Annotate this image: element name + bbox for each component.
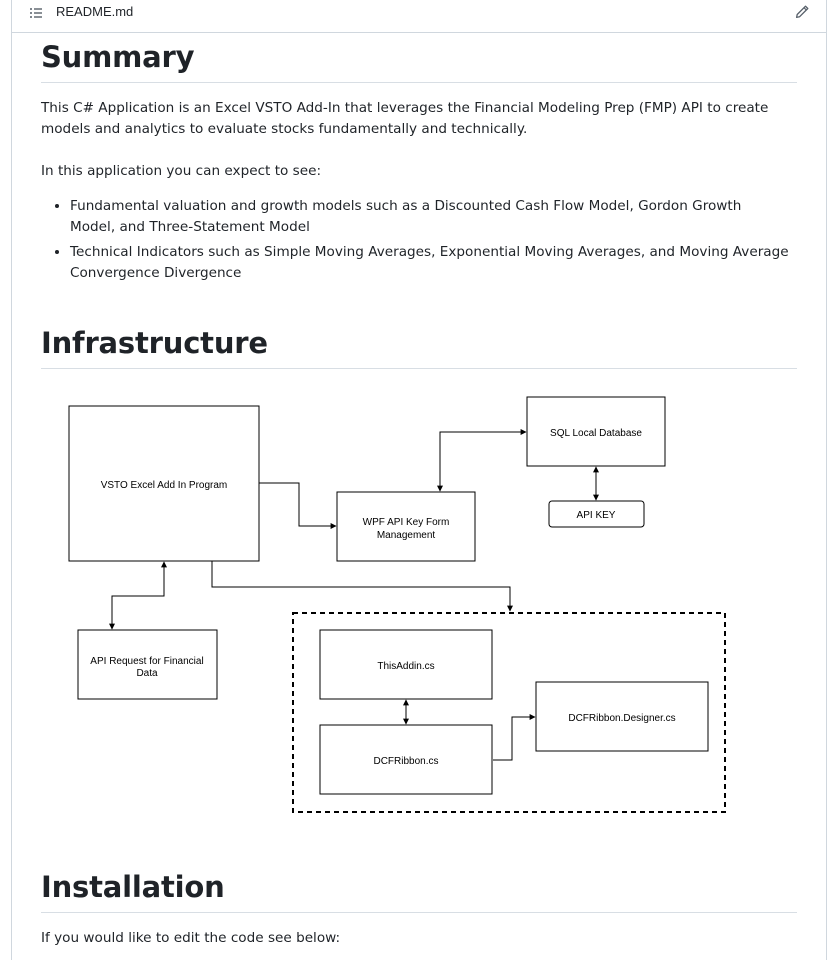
sql-label: SQL Local Database — [550, 428, 642, 439]
infrastructure-heading: Infrastructure — [41, 326, 797, 369]
file-header: README.md — [12, 0, 826, 33]
list-icon[interactable] — [28, 5, 44, 21]
dcfribbon-label: DCFRibbon.cs — [373, 756, 438, 767]
file-name: README.md — [56, 4, 134, 19]
designer-box — [535, 681, 709, 752]
designer-label: DCFRibbon.Designer.cs — [568, 713, 675, 724]
summary-intro: In this application you can expect to se… — [41, 163, 322, 179]
installation-heading: Installation — [41, 870, 797, 913]
summary-heading: Summary — [41, 40, 797, 83]
feature-list: Fundamental valuation and growth models … — [41, 196, 790, 288]
list-item: Fundamental valuation and growth models … — [70, 196, 790, 238]
infrastructure-diagram: VSTO Excel Add In Program SQL Local Data… — [68, 396, 726, 813]
thisaddin-box — [319, 629, 493, 700]
readme-card: README.md Summary This C# Application is… — [11, 0, 827, 960]
vsto-label: VSTO Excel Add In Program — [101, 480, 228, 491]
api-request-label-line1: API Request for Financial — [90, 656, 203, 667]
list-item: Technical Indicators such as Simple Movi… — [70, 242, 790, 284]
vsto-to-wpf-arrow — [259, 482, 337, 529]
summary-section: Summary — [41, 40, 797, 83]
installation-paragraph: If you would like to edit the code see b… — [41, 930, 341, 946]
wpf-sql-arrow — [437, 429, 527, 492]
dcfribbon-box — [319, 724, 493, 795]
dcfribbon-to-designer-arrow — [493, 714, 536, 761]
summary-paragraph: This C# Application is an Excel VSTO Add… — [41, 100, 769, 137]
infrastructure-section: Infrastructure — [41, 326, 797, 369]
installation-section: Installation — [41, 870, 797, 913]
vsto-api-request-arrow — [109, 561, 167, 630]
thisaddin-label: ThisAddin.cs — [377, 661, 434, 672]
apikey-label: API KEY — [577, 510, 616, 521]
sql-box — [526, 396, 666, 467]
wpf-label-line2: Management — [377, 530, 436, 541]
vsto-to-group-arrow — [211, 561, 513, 612]
solution-group-box — [292, 612, 726, 813]
wpf-label-line1: WPF API Key Form — [363, 517, 450, 528]
api-request-box — [77, 629, 218, 700]
wpf-box — [336, 491, 476, 562]
pencil-icon[interactable] — [794, 4, 810, 20]
api-request-label-line2: Data — [136, 668, 158, 679]
apikey-box — [548, 500, 645, 528]
